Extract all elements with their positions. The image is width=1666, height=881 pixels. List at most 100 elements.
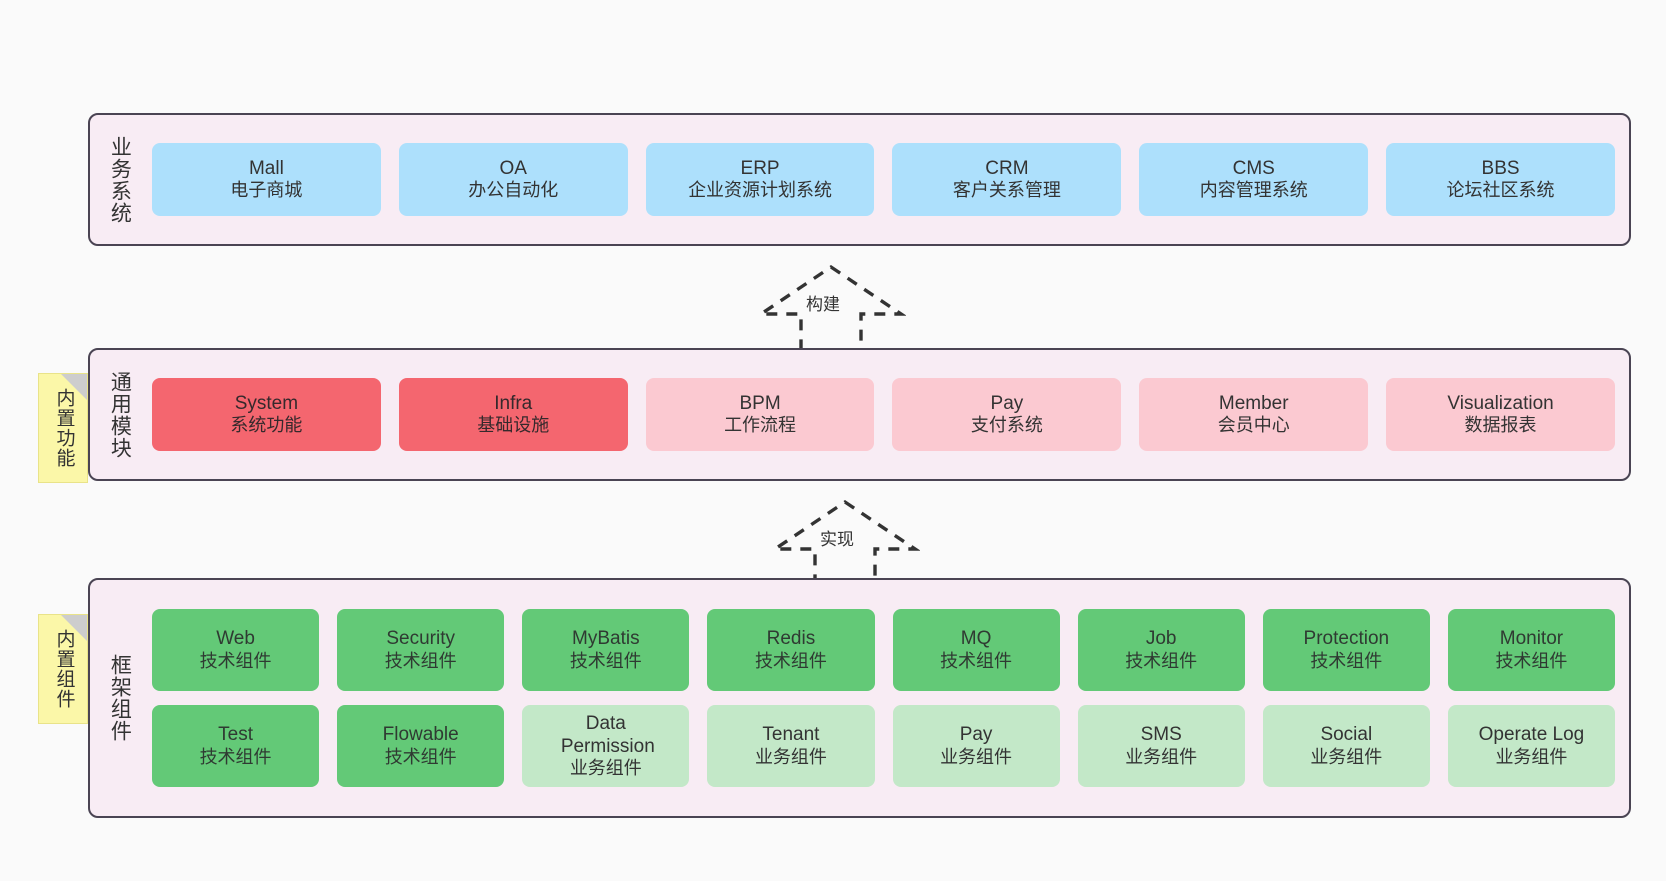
framework-card-tenant[interactable]: Tenant 业务组件 (707, 705, 875, 787)
framework-card-pay-name: Pay (959, 724, 993, 746)
framework-components-layer-title: 框架组件 (108, 654, 132, 742)
business-card-bbs-desc: 论坛社区系统 (1446, 180, 1555, 201)
framework-card-security-name: Security (386, 628, 455, 650)
business-system-layer-title: 业务系统 (108, 135, 132, 224)
framework-card-redis-name: Redis (766, 628, 816, 650)
framework-card-mybatis-name: MyBatis (572, 628, 640, 650)
common-modules-layer: 通用模块 System 系统功能 Infra 基础设施 BPM 工作流程 Pay… (88, 348, 1631, 481)
connector-implement: 实现 (769, 497, 921, 587)
business-system-layer: 业务系统 Mall 电子商城 OA 办公自动化 ERP 企业资源计划系统 CRM… (88, 113, 1631, 246)
module-card-member[interactable]: Member 会员中心 (1139, 378, 1369, 451)
framework-card-job-name: Job (1145, 628, 1177, 650)
framework-card-social-desc: 业务组件 (1310, 746, 1383, 767)
note-builtin-components: 内置组件 (38, 614, 88, 724)
business-card-oa-name: OA (499, 157, 527, 179)
business-card-oa[interactable]: OA 办公自动化 (398, 143, 628, 216)
framework-card-monitor[interactable]: Monitor 技术组件 (1447, 609, 1615, 691)
framework-card-web-name: Web (216, 628, 255, 650)
framework-card-operate-log-name: Operate Log (1478, 724, 1585, 746)
business-card-erp[interactable]: ERP 企业资源计划系统 (645, 143, 875, 216)
module-card-system-name: System (234, 392, 299, 414)
framework-card-data-permission-desc: 业务组件 (569, 758, 642, 779)
framework-card-tenant-desc: 业务组件 (754, 746, 827, 767)
business-card-erp-desc: 企业资源计划系统 (688, 180, 833, 201)
note-builtin-functions: 内置功能 (38, 373, 88, 483)
business-card-crm-name: CRM (985, 157, 1029, 179)
framework-card-test-desc: 技术组件 (199, 746, 272, 767)
module-card-pay-name: Pay (990, 392, 1024, 414)
framework-card-data-permission-name: Data Permission (560, 712, 655, 758)
module-card-member-desc: 会员中心 (1217, 415, 1290, 436)
module-card-bpm[interactable]: BPM 工作流程 (645, 378, 875, 451)
module-card-pay-desc: 支付系统 (970, 415, 1043, 436)
module-card-visualization-name: Visualization (1447, 392, 1554, 414)
framework-tech-card-row: Web 技术组件 Security 技术组件 MyBatis 技术组件 Redi… (152, 609, 1615, 691)
note-builtin-functions-label: 内置功能 (53, 388, 75, 468)
business-card-bbs-name: BBS (1481, 157, 1520, 179)
connector-implement-label: 实现 (820, 530, 854, 549)
business-card-mall-name: Mall (248, 157, 284, 179)
business-system-card-row: Mall 电子商城 OA 办公自动化 ERP 企业资源计划系统 CRM 客户关系… (152, 143, 1615, 216)
framework-card-mq[interactable]: MQ 技术组件 (892, 609, 1060, 691)
framework-card-security[interactable]: Security 技术组件 (337, 609, 505, 691)
module-card-visualization[interactable]: Visualization 数据报表 (1386, 378, 1615, 451)
framework-card-social-name: Social (1320, 724, 1373, 746)
connector-build-label: 构建 (806, 295, 840, 314)
framework-card-web-desc: 技术组件 (199, 650, 272, 671)
framework-card-job[interactable]: Job 技术组件 (1077, 609, 1245, 691)
framework-card-mq-name: MQ (960, 628, 992, 650)
business-card-mall[interactable]: Mall 电子商城 (152, 143, 381, 216)
module-card-pay[interactable]: Pay 支付系统 (892, 378, 1122, 451)
framework-card-social[interactable]: Social 业务组件 (1262, 705, 1430, 787)
framework-card-data-permission[interactable]: Data Permission 业务组件 (522, 705, 690, 787)
business-card-erp-name: ERP (740, 157, 780, 179)
framework-card-job-desc: 技术组件 (1125, 650, 1198, 671)
framework-card-protection[interactable]: Protection 技术组件 (1262, 609, 1430, 691)
business-card-crm[interactable]: CRM 客户关系管理 (892, 143, 1122, 216)
business-card-mall-desc: 电子商城 (230, 180, 303, 201)
framework-card-web[interactable]: Web 技术组件 (152, 609, 320, 691)
framework-card-redis-desc: 技术组件 (754, 650, 827, 671)
business-card-bbs[interactable]: BBS 论坛社区系统 (1386, 143, 1615, 216)
framework-card-mq-desc: 技术组件 (940, 650, 1013, 671)
module-card-system[interactable]: System 系统功能 (152, 378, 381, 451)
business-card-cms[interactable]: CMS 内容管理系统 (1139, 143, 1369, 216)
business-card-crm-desc: 客户关系管理 (952, 180, 1061, 201)
framework-card-redis[interactable]: Redis 技术组件 (707, 609, 875, 691)
note-fold-corner-icon (61, 615, 87, 641)
module-card-infra-name: Infra (494, 392, 533, 414)
framework-card-sms-desc: 业务组件 (1125, 746, 1198, 767)
business-card-cms-name: CMS (1232, 157, 1275, 179)
module-card-bpm-name: BPM (739, 392, 781, 414)
framework-components-card-container: Web 技术组件 Security 技术组件 MyBatis 技术组件 Redi… (134, 580, 1629, 816)
framework-card-mybatis[interactable]: MyBatis 技术组件 (522, 609, 690, 691)
framework-card-mybatis-desc: 技术组件 (569, 650, 642, 671)
common-modules-card-container: System 系统功能 Infra 基础设施 BPM 工作流程 Pay 支付系统… (134, 350, 1629, 479)
module-card-member-name: Member (1218, 392, 1289, 414)
framework-components-layer: 框架组件 Web 技术组件 Security 技术组件 MyBatis 技术组件… (88, 578, 1631, 818)
framework-card-operate-log[interactable]: Operate Log 业务组件 (1447, 705, 1615, 787)
framework-card-pay[interactable]: Pay 业务组件 (892, 705, 1060, 787)
module-card-infra[interactable]: Infra 基础设施 (398, 378, 628, 451)
framework-card-security-desc: 技术组件 (384, 650, 457, 671)
framework-card-monitor-desc: 技术组件 (1495, 650, 1568, 671)
common-modules-layer-title: 通用模块 (108, 370, 132, 459)
framework-card-flowable-name: Flowable (382, 724, 459, 746)
common-modules-card-row: System 系统功能 Infra 基础设施 BPM 工作流程 Pay 支付系统… (152, 378, 1615, 451)
framework-card-flowable-desc: 技术组件 (384, 746, 457, 767)
framework-card-operate-log-desc: 业务组件 (1495, 746, 1568, 767)
module-card-infra-desc: 基础设施 (477, 415, 550, 436)
framework-card-protection-name: Protection (1303, 628, 1390, 650)
framework-card-sms[interactable]: SMS 业务组件 (1077, 705, 1245, 787)
business-card-cms-desc: 内容管理系统 (1199, 180, 1308, 201)
module-card-bpm-desc: 工作流程 (724, 415, 797, 436)
framework-card-monitor-name: Monitor (1499, 628, 1564, 650)
business-card-oa-desc: 办公自动化 (468, 180, 559, 201)
framework-card-pay-desc: 业务组件 (940, 746, 1013, 767)
framework-card-test[interactable]: Test 技术组件 (152, 705, 320, 787)
framework-card-tenant-name: Tenant (762, 724, 820, 746)
framework-card-test-name: Test (218, 724, 253, 746)
framework-card-flowable[interactable]: Flowable 技术组件 (337, 705, 505, 787)
framework-card-sms-name: SMS (1140, 724, 1182, 746)
module-card-visualization-desc: 数据报表 (1464, 415, 1537, 436)
